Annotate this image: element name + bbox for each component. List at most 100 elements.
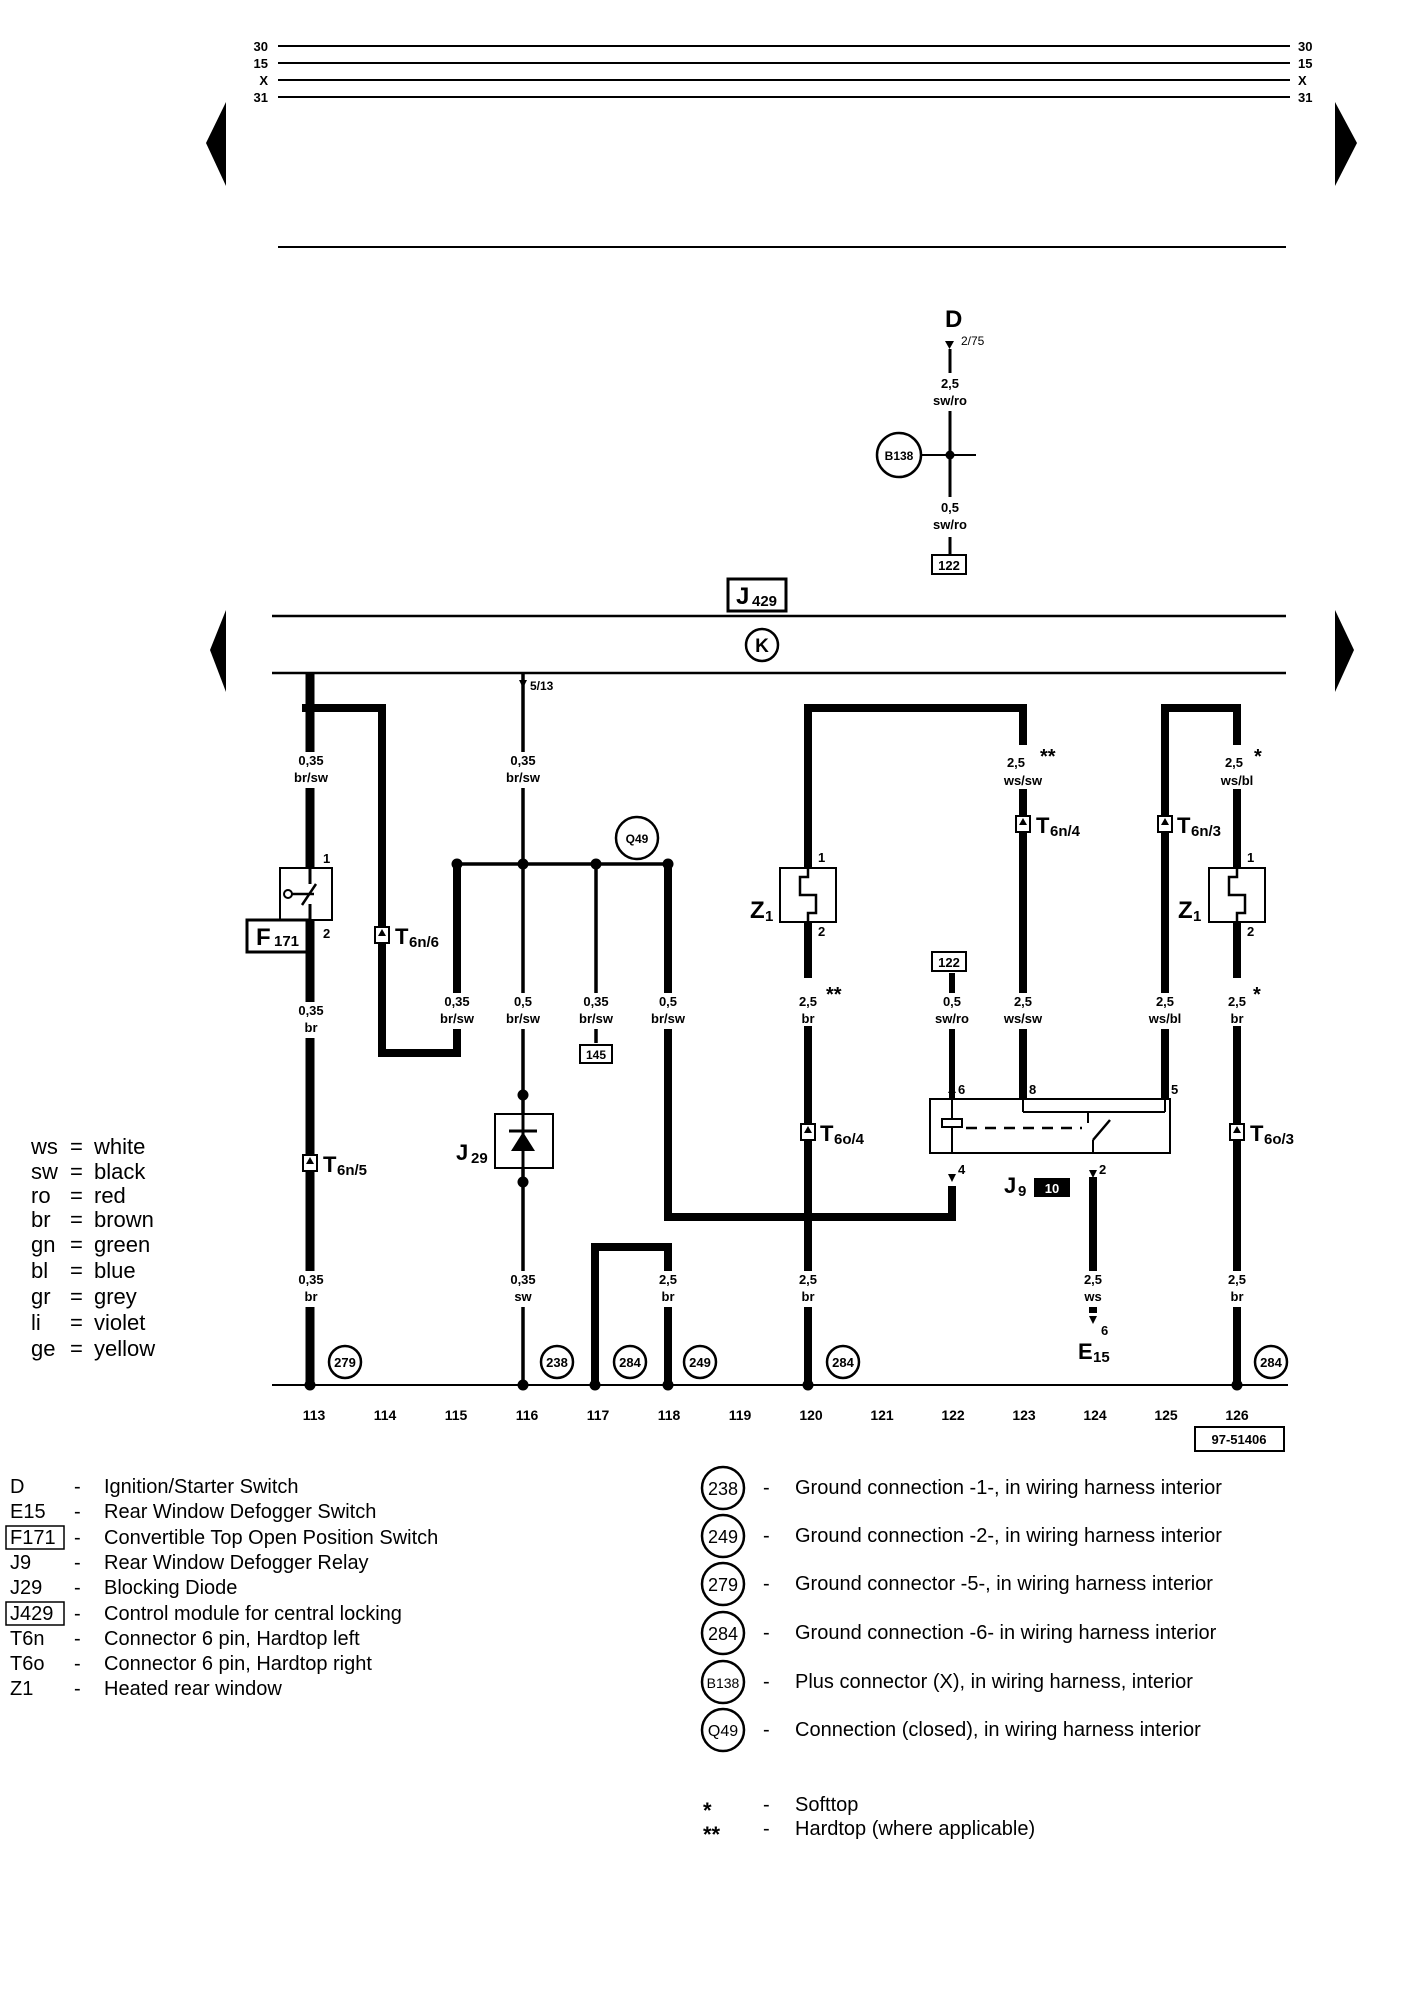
e15-label-sub: 15 [1093, 1349, 1110, 1366]
e15-defogger-switch: 6 E 15 [1078, 1316, 1110, 1366]
d-wire-top-color: sw/ro [933, 393, 967, 408]
bus-label-right-15: 15 [1298, 56, 1312, 71]
ref-122-mid-label: 122 [938, 955, 960, 970]
wire-labels: 0,35 br/sw 0,35 br/sw 2,5 ** ws/sw 2,5 *… [288, 745, 1268, 1307]
color-key-eq-3: = [70, 1207, 83, 1232]
ignition-switch-d: D 2/75 2,5 sw/ro B138 0,5 sw/ro 122 [875, 306, 985, 575]
wire-120-bot-color: br [802, 1289, 815, 1304]
ground-238-marker [539, 1344, 575, 1380]
col-118: 118 [658, 1407, 681, 1423]
d-ref-122: 122 [938, 558, 960, 573]
legend-code-3: J9 [10, 1552, 31, 1574]
legend-desc-6: Connector 6 pin, Hardtop left [104, 1628, 360, 1650]
legend-desc-5: Control module for central locking [104, 1603, 402, 1625]
legend-right-desc-0: Ground connection -1-, in wiring harness… [795, 1477, 1222, 1499]
legend-code-6: T6n [10, 1628, 44, 1650]
legend-right-code-2: 279 [708, 1575, 738, 1595]
wire-126-top-size: 2,5 [1225, 755, 1243, 770]
bus-label-left-30: 30 [254, 39, 268, 54]
col-121: 121 [870, 1407, 894, 1423]
j9-pin2: 2 [1099, 1162, 1106, 1177]
legend-right-dash-0: - [763, 1477, 770, 1499]
legend-right-code-3: 284 [708, 1624, 738, 1644]
ref-122-mid-box [931, 951, 967, 972]
e15-pin: 6 [1101, 1323, 1108, 1338]
wire-117-mid-color: br/sw [579, 1011, 614, 1026]
diagram-code-box [1194, 1426, 1285, 1452]
color-key-eq-5: = [70, 1258, 83, 1283]
d-wire-bottom-size: 0,5 [941, 500, 959, 515]
t6n3-label-sub: 6n/3 [1191, 823, 1221, 840]
d-label: D [945, 306, 962, 333]
z1-left-label-sub: 1 [765, 908, 773, 925]
legend-right-code-5: Q49 [708, 1723, 738, 1740]
legend-code-2: F171 [10, 1527, 56, 1549]
color-key-code-2: ro [31, 1183, 51, 1208]
t6o3-label-sub: 6o/3 [1264, 1131, 1294, 1148]
j9-label-main: J [1004, 1173, 1016, 1198]
legend-desc-7: Connector 6 pin, Hardtop right [104, 1653, 372, 1675]
ground-284-marker-126 [1253, 1344, 1289, 1380]
legend-desc-4: Blocking Diode [104, 1577, 237, 1599]
legend-code-1: E15 [10, 1501, 46, 1523]
relay-switch-contact-icon [1092, 1119, 1111, 1141]
wire-113-mid-size: 0,35 [298, 1003, 323, 1018]
wire-125-mid-color: ws/bl [1148, 1011, 1182, 1026]
wire-120-123 [804, 704, 1027, 1389]
j9-pin8: 8 [1029, 1082, 1036, 1097]
wire-116-mid-size: 0,5 [514, 994, 532, 1009]
wire-116-top-size: 0,35 [510, 753, 535, 768]
legend-right-code-1: 249 [708, 1527, 738, 1547]
wire-126-top-mark: * [1254, 746, 1262, 768]
z1-left-pin2: 2 [818, 924, 825, 939]
legend-dash-8: - [74, 1678, 81, 1700]
f171-label-sub: 171 [274, 933, 299, 950]
legend-dash-7: - [74, 1653, 81, 1675]
j9-defogger-relay: 6 8 5 4 2 J 9 10 [929, 1082, 1178, 1200]
legend-desc-2: Convertible Top Open Position Switch [104, 1527, 438, 1549]
wire-113-mid-color: br [305, 1020, 318, 1035]
wire-116-top-color: br/sw [506, 770, 541, 785]
diagram-code: 97-51406 [1212, 1432, 1267, 1447]
wire-124-bot-size: 2,5 [1084, 1272, 1102, 1287]
color-key: ws = white sw = black ro = red br = brow… [30, 1134, 155, 1361]
color-key-eq-1: = [70, 1159, 83, 1184]
wire-117-mid-size: 0,35 [583, 994, 608, 1009]
wire-126-mid-size: 2,5 [1228, 994, 1246, 1009]
wire-123-mid-size: 2,5 [1014, 994, 1032, 1009]
t6o4-label-main: T [820, 1121, 834, 1146]
j9-body [929, 1098, 1171, 1154]
d-ref-box [931, 554, 967, 575]
color-key-eq-2: = [70, 1183, 83, 1208]
wire-123-top-size: 2,5 [1007, 755, 1025, 770]
wire-126-mid-color: br [1231, 1011, 1244, 1026]
ground-markers: 279 238 284 249 284 284 [327, 1344, 1289, 1380]
page-arrow-left-top-icon [206, 102, 226, 186]
connection-legend: 238 - Ground connection -1-, in wiring h… [700, 1465, 1222, 1753]
f171-label-main: F [256, 924, 271, 951]
footnote-dash-softtop: - [763, 1794, 770, 1816]
bus-lines: 30 15 X 31 30 15 X 31 [254, 39, 1313, 105]
color-key-name-1: black [94, 1159, 146, 1184]
color-key-eq-6: = [70, 1284, 83, 1309]
legend-right-code-0: 238 [708, 1479, 738, 1499]
wire-114-loop [302, 704, 461, 1057]
f171-pin1: 1 [323, 851, 330, 866]
color-key-eq-4: = [70, 1232, 83, 1257]
wire-123-top-color: ws/sw [1003, 773, 1043, 788]
wire-118-bot-color: br [662, 1289, 675, 1304]
wire-122-mid-size: 0,5 [943, 994, 961, 1009]
wire-123-mid-color: ws/sw [1003, 1011, 1043, 1026]
col-120: 120 [799, 1407, 823, 1423]
j429-label-main: J [736, 583, 749, 610]
ground-279-label: 279 [334, 1355, 356, 1370]
color-key-code-5: bl [31, 1258, 48, 1283]
legend-right-desc-1: Ground connection -2-, in wiring harness… [795, 1525, 1222, 1547]
j9-badge-box [1034, 1178, 1070, 1197]
ground-284-marker-117 [612, 1344, 648, 1380]
col-117: 117 [587, 1407, 610, 1423]
color-key-eq-8: = [70, 1336, 83, 1361]
footnotes: * - Softtop ** - Hardtop (where applicab… [703, 1794, 1035, 1847]
page-arrow-right-top-icon [1335, 102, 1357, 186]
